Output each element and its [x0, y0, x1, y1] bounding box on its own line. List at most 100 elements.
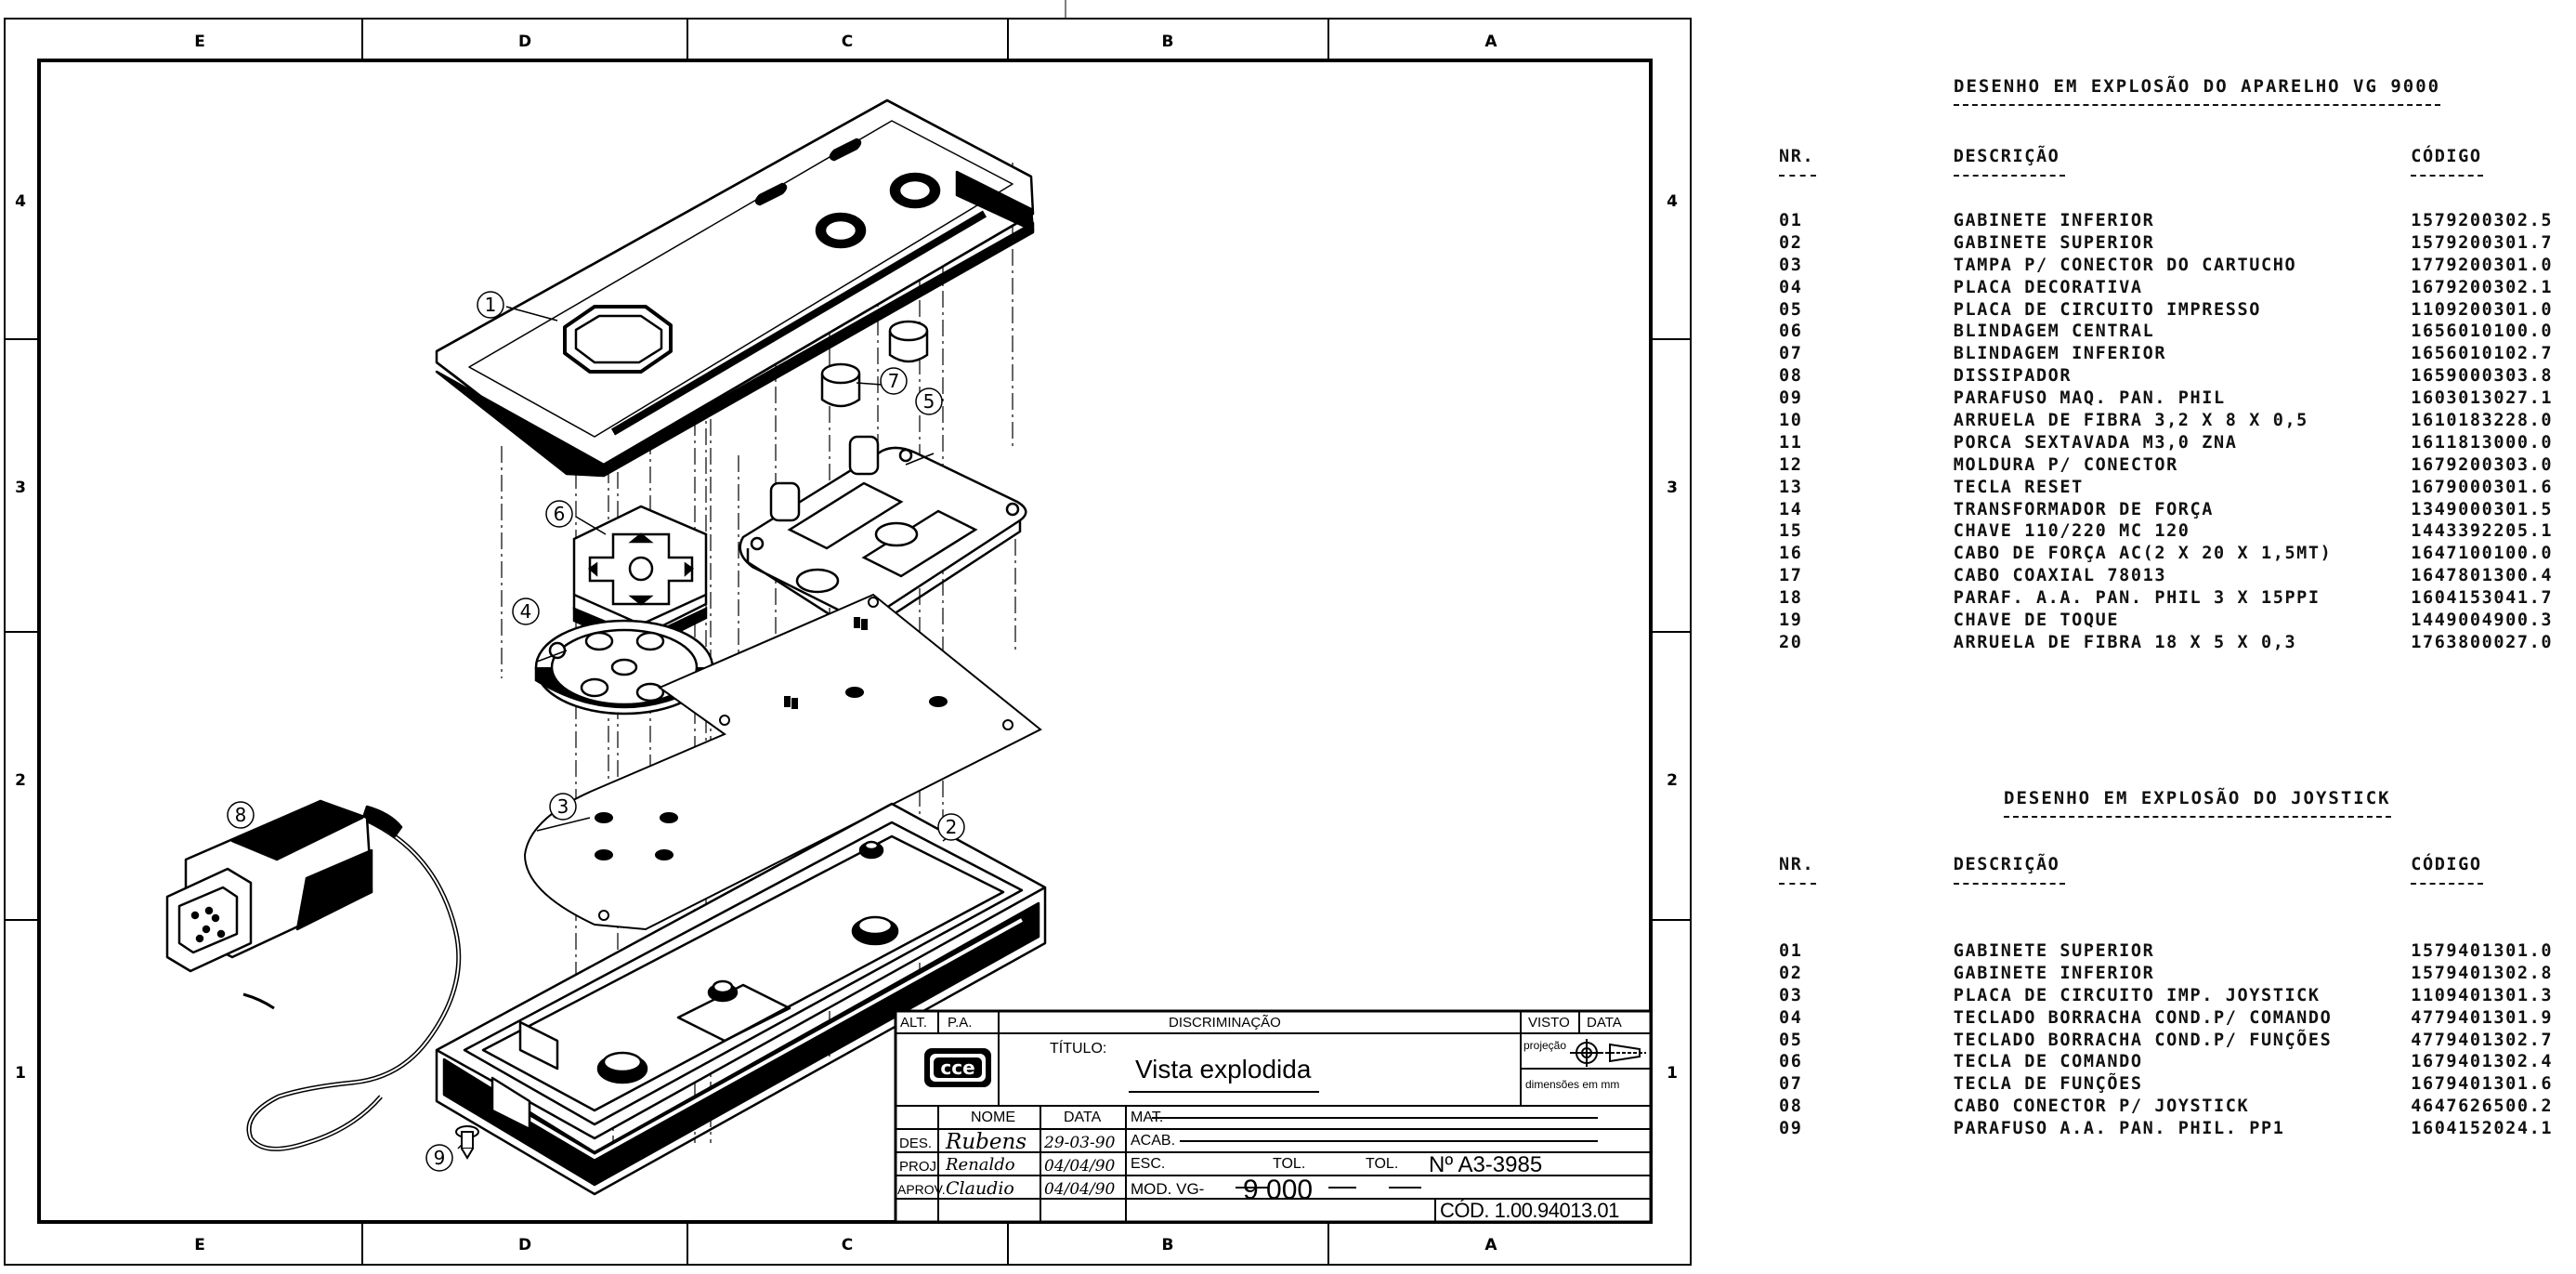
part-code: 1647100100.0 [2411, 544, 2554, 564]
part-code: 1679401302.4 [2411, 1052, 2554, 1072]
part-number: 05 [1779, 299, 1803, 320]
zone-left-1: 1 [15, 1064, 26, 1083]
callout-1-label: 1 [485, 294, 497, 316]
drawing-sheet: E D C B A E D C B A 4 3 2 1 4 3 2 1 [4, 0, 1692, 1266]
part-number: 06 [1779, 1052, 1803, 1072]
zone-dividers [5, 19, 1691, 1265]
part-code: 1604152024.1 [2411, 1119, 2554, 1139]
part-description: TECLA DE FUNÇÕES [1953, 1074, 2143, 1095]
callout-5-label: 5 [923, 390, 935, 413]
part-code: 1349000301.5 [2411, 499, 2554, 519]
part-number: 10 [1779, 411, 1803, 431]
zone-right-1: 1 [1667, 1064, 1678, 1083]
col-nr-header: NR. [1779, 147, 1815, 166]
pcb-plate [523, 593, 1042, 931]
part-description: TRANSFORMADOR DE FORÇA [1953, 499, 2215, 519]
part-number: 03 [1779, 985, 1803, 1005]
tb-date-proj: 04/04/90 [1044, 1157, 1116, 1175]
col-cod-header: CÓDIGO [2411, 147, 2482, 166]
part-number: 05 [1779, 1030, 1803, 1050]
part-description: PARAFUSO MAQ. PAN. PHIL [1953, 388, 2226, 409]
tb-data: DATA [1587, 1015, 1622, 1031]
part-number: 08 [1779, 1097, 1803, 1117]
tb-mod-label: MOD. VG- [1131, 1180, 1205, 1198]
inner-frame [37, 59, 1653, 1224]
lower-cabinet [435, 802, 1047, 1196]
part-code: 1610183228.0 [2411, 411, 2554, 431]
part-number: 20 [1779, 632, 1803, 652]
projection-symbol-icon [1570, 1039, 1646, 1067]
tb-esc: ESC. [1131, 1156, 1166, 1172]
part-number: 18 [1779, 588, 1803, 609]
tb-titulo-value: Vista explodida [1135, 1055, 1312, 1084]
part-description: TECLADO BORRACHA COND.P/ COMANDO [1953, 1007, 2333, 1028]
tb-role-aprov: APROV. [897, 1182, 946, 1197]
tb-visto: VISTO [1528, 1015, 1570, 1031]
title-block-grid [894, 1009, 1653, 1224]
col-desc-header: DESCRIÇÃO [1953, 855, 2060, 874]
part-code: 1679200303.0 [2411, 454, 2554, 475]
part-description: GABINETE INFERIOR [1953, 211, 2155, 230]
callout-2-label: 2 [946, 816, 958, 838]
part-description: PORCA SEXTAVADA M3,0 ZNA [1953, 432, 2238, 453]
col-nr-header: NR. [1779, 855, 1815, 874]
tb-dimensoes: dimensões em mm [1525, 1078, 1620, 1091]
part-description: CABO CONECTOR P/ JOYSTICK [1953, 1097, 2250, 1117]
zone-left-4: 4 [15, 192, 26, 211]
part-code: 4647626500.2 [2411, 1097, 2554, 1117]
tb-name-proj: Renaldo [946, 1155, 1015, 1175]
exploded-view-drawing: E D C B A E D C B A 4 3 2 1 4 3 2 1 [4, 0, 1692, 1266]
zone-bottom-a: A [1484, 1236, 1497, 1254]
part-code: 1779200301.0 [2411, 255, 2554, 275]
part-code: 1647801300.4 [2411, 566, 2554, 586]
part-number: 02 [1779, 232, 1803, 253]
tb-nome-header: NOME [971, 1110, 1015, 1125]
part-description: BLINDAGEM CENTRAL [1953, 322, 2155, 342]
zone-right-3: 3 [1667, 479, 1678, 497]
tb-tol-2: TOL. [1366, 1156, 1399, 1172]
part-number: 04 [1779, 1007, 1803, 1028]
part-number: 12 [1779, 454, 1803, 475]
callout-9-label: 9 [434, 1147, 446, 1169]
cable-plug [165, 799, 462, 1151]
zone-bottom-b: B [1162, 1236, 1174, 1254]
part-code: 1659000303.8 [2411, 366, 2554, 387]
part-number: 09 [1779, 388, 1803, 409]
part-code: 1443392205.1 [2411, 521, 2554, 542]
callout-7-label: 7 [888, 370, 900, 392]
part-number: 07 [1779, 344, 1803, 364]
col-desc-header: DESCRIÇÃO [1953, 147, 2060, 166]
part-code: 1611813000.0 [2411, 432, 2554, 453]
tb-mat: MAT. [1131, 1110, 1164, 1125]
part-description: TECLA RESET [1953, 477, 2084, 497]
joystick-list-header: NR. DESCRIÇÃO CÓDIGO [1779, 855, 2576, 885]
part-code: 1449004900.3 [2411, 611, 2554, 631]
part-description: GABINETE SUPERIOR [1953, 941, 2155, 961]
part-code: 4779401301.9 [2411, 1007, 2554, 1028]
part-description: CABO DE FORÇA AC(2 X 20 X 1,5MT) [1953, 544, 2333, 564]
part-description: PLACA DE CIRCUITO IMP. JOYSTICK [1953, 985, 2321, 1005]
part-description: PLACA DE CIRCUITO IMPRESSO [1953, 299, 2261, 320]
part-number: 02 [1779, 963, 1803, 983]
part-description: ARRUELA DE FIBRA 18 X 5 X 0,3 [1953, 632, 2297, 652]
part-code: 1656010102.7 [2411, 344, 2554, 364]
part-description: PARAFUSO A.A. PAN. PHIL. PP1 [1953, 1119, 2285, 1139]
part-code: 1579200301.7 [2411, 232, 2554, 253]
part-number: 09 [1779, 1119, 1803, 1139]
callout-6 [545, 500, 573, 528]
part-number: 04 [1779, 277, 1803, 297]
tb-discriminacao: DISCRIMINAÇÃO [1169, 1015, 1281, 1031]
